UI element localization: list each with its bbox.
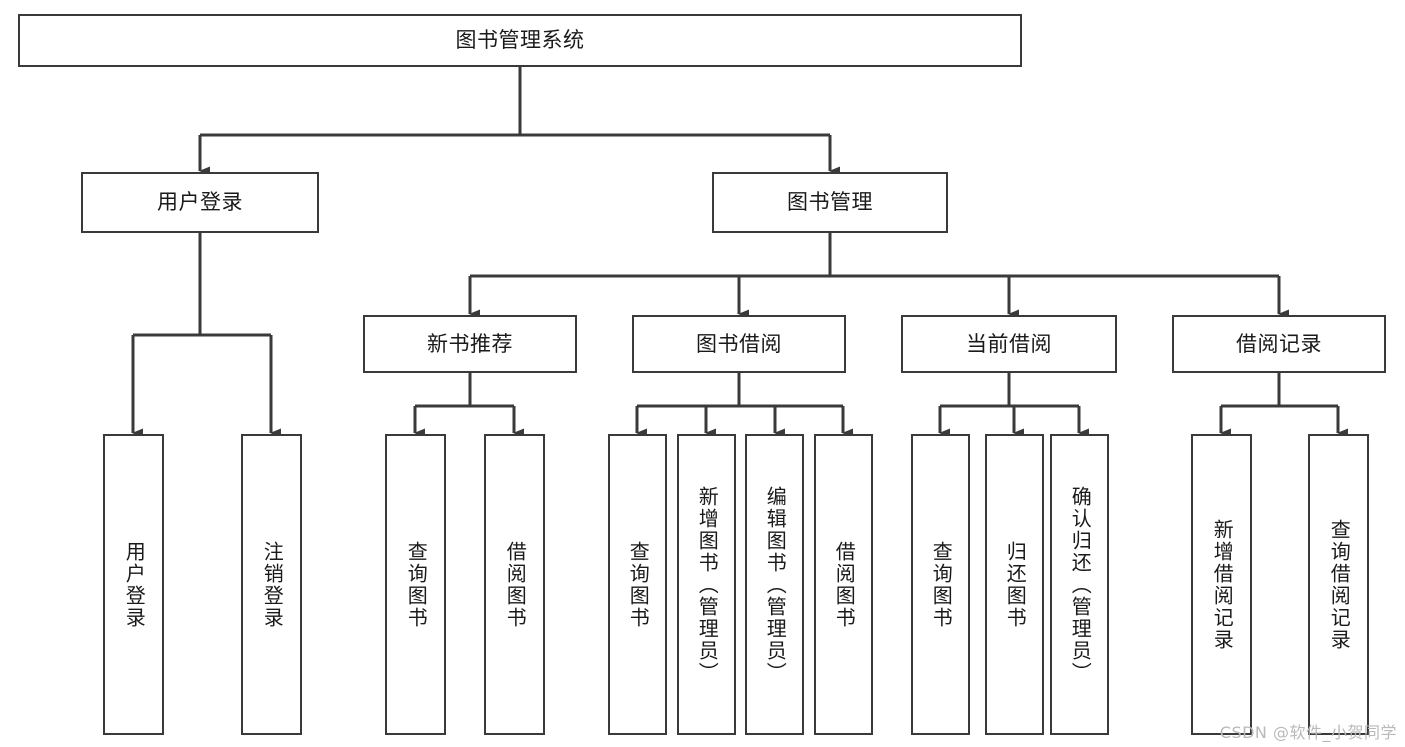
node-level3-2: 当前借阅 — [901, 315, 1117, 373]
node-leaf-4: 查询图书 — [608, 434, 667, 735]
node-level2-0: 用户登录 — [81, 172, 319, 233]
node-label-查询图书: 查询图书 — [929, 540, 954, 629]
node-label-用户登录: 用户登录 — [157, 190, 243, 215]
node-label-查询图书: 查询图书 — [626, 540, 651, 629]
node-leaf-8: 查询图书 — [911, 434, 970, 735]
node-label-用户登录: 用户登录 — [122, 540, 147, 629]
node-label-编辑图书管理员: 编辑图书（管理员） — [763, 485, 788, 684]
node-label-新书推荐: 新书推荐 — [427, 331, 513, 356]
node-leaf-10: 确认归还（管理员） — [1050, 434, 1109, 735]
node-leaf-11: 新增借阅记录 — [1191, 434, 1252, 735]
node-label-图书借阅: 图书借阅 — [696, 331, 782, 356]
node-label-注销登录: 注销登录 — [260, 540, 285, 629]
node-label-新增借阅记录: 新增借阅记录 — [1210, 518, 1235, 651]
node-label-图书管理系统: 图书管理系统 — [455, 28, 585, 53]
node-label-查询图书: 查询图书 — [404, 540, 429, 629]
node-level3-3: 借阅记录 — [1172, 315, 1386, 373]
node-leaf-0: 用户登录 — [103, 434, 164, 735]
node-label-当前借阅: 当前借阅 — [966, 331, 1052, 356]
node-level2-1: 图书管理 — [712, 172, 948, 233]
csdn-watermark: CSDN @软件_小贺同学 — [1219, 723, 1397, 742]
node-label-借阅图书: 借阅图书 — [832, 540, 857, 629]
node-label-确认归还管理员: 确认归还（管理员） — [1068, 485, 1093, 684]
node-label-图书管理: 图书管理 — [787, 190, 873, 215]
node-leaf-12: 查询借阅记录 — [1308, 434, 1369, 735]
node-leaf-7: 借阅图书 — [814, 434, 873, 735]
node-leaf-9: 归还图书 — [985, 434, 1044, 735]
node-leaf-1: 注销登录 — [241, 434, 302, 735]
node-label-查询借阅记录: 查询借阅记录 — [1327, 518, 1352, 651]
node-label-借阅记录: 借阅记录 — [1236, 331, 1322, 356]
node-label-新增图书管理员: 新增图书（管理员） — [695, 485, 720, 684]
node-leaf-3: 借阅图书 — [484, 434, 545, 735]
node-label-借阅图书: 借阅图书 — [503, 540, 528, 629]
node-root: 图书管理系统 — [18, 14, 1022, 67]
node-level3-1: 图书借阅 — [632, 315, 846, 373]
node-label-归还图书: 归还图书 — [1003, 540, 1028, 629]
node-level3-0: 新书推荐 — [363, 315, 577, 373]
node-leaf-2: 查询图书 — [385, 434, 446, 735]
node-leaf-6: 编辑图书（管理员） — [745, 434, 804, 735]
node-leaf-5: 新增图书（管理员） — [677, 434, 736, 735]
